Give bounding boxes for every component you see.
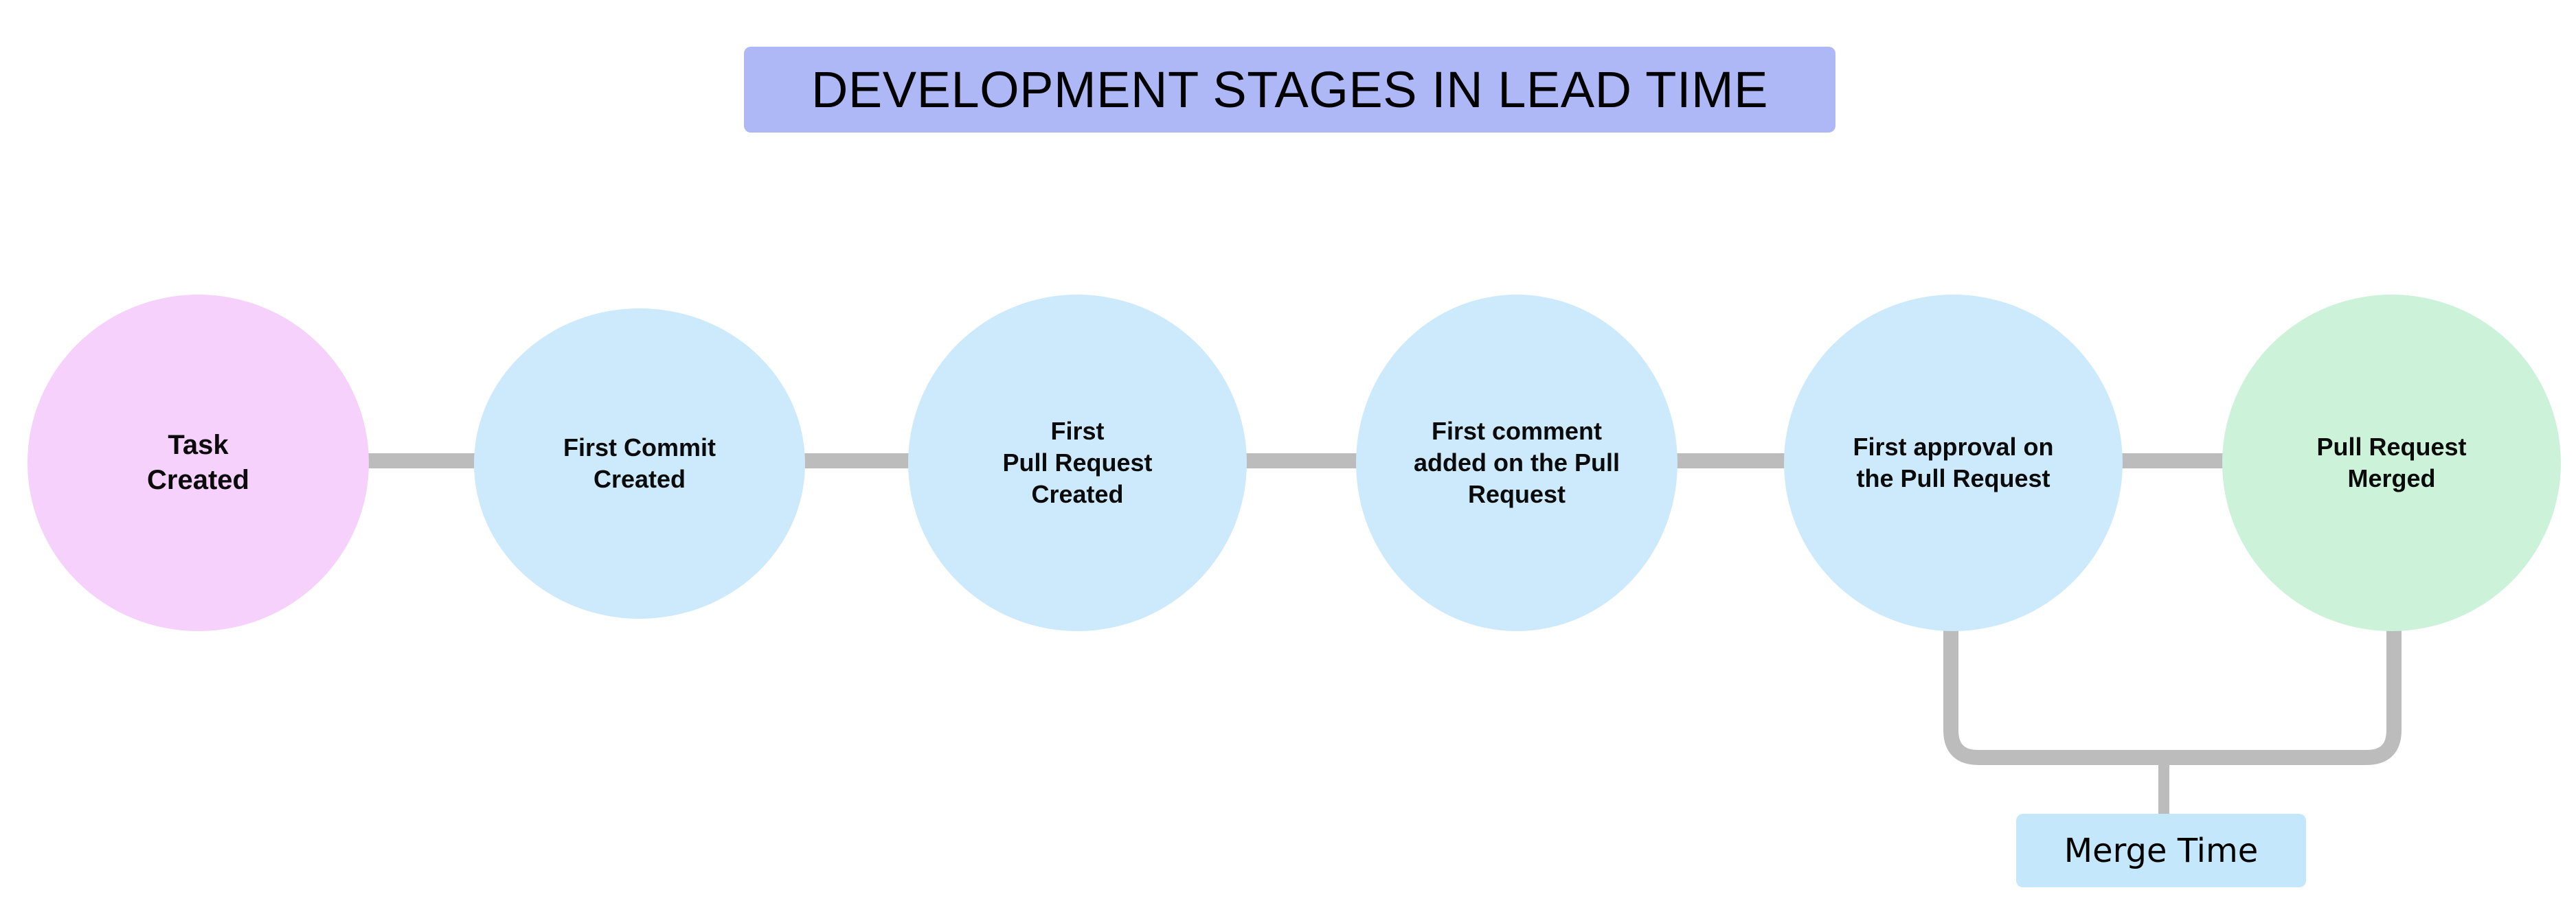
stage-label: First approval on the Pull Request [1853,432,2054,492]
stage-node-first-commit-created[interactable]: First Commit Created [474,308,805,619]
stage-label: Task Created [147,429,249,495]
page-title: DEVELOPMENT STAGES IN LEAD TIME [811,60,1769,118]
stage-label: Pull Request Merged [2316,432,2467,492]
stage-node-task-created[interactable]: Task Created [27,295,369,631]
merge-time-bracket [1943,622,2402,765]
stage-label: First comment added on the Pull Request [1413,416,1620,509]
stage-node-first-approval-on-pull-request[interactable]: First approval on the Pull Request [1784,295,2123,631]
diagram-title-banner: DEVELOPMENT STAGES IN LEAD TIME [744,47,1835,133]
merge-time-callout[interactable]: Merge Time [2016,814,2306,887]
merge-time-label: Merge Time [2064,831,2259,870]
stage-node-pull-request-merged[interactable]: Pull Request Merged [2222,295,2561,631]
stage-label: First Pull Request Created [1002,416,1153,509]
stage-node-first-pull-request-created[interactable]: First Pull Request Created [908,295,1247,631]
stage-label: First Commit Created [563,433,716,493]
stage-node-first-comment-on-pull-request[interactable]: First comment added on the Pull Request [1356,295,1677,631]
